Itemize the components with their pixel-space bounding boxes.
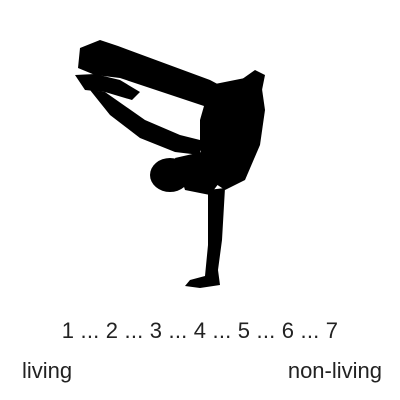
scale-separator: ... — [162, 318, 194, 343]
breakdancer-silhouette-icon — [60, 30, 280, 300]
rating-scale: 1 ... 2 ... 3 ... 4 ... 5 ... 6 ... 7 — [0, 318, 400, 344]
scale-point-2[interactable]: 2 — [105, 318, 119, 343]
scale-point-3[interactable]: 3 — [149, 318, 163, 343]
scale-separator: ... — [206, 318, 238, 343]
right-anchor-label: non-living — [287, 358, 382, 383]
scale-separator: ... — [118, 318, 150, 343]
scale-point-4[interactable]: 4 — [193, 318, 207, 343]
scale-point-7[interactable]: 7 — [325, 318, 339, 343]
scale-separator: ... — [74, 318, 106, 343]
scale-separator: ... — [294, 318, 326, 343]
scale-point-6[interactable]: 6 — [281, 318, 295, 343]
scale-separator: ... — [250, 318, 282, 343]
scale-point-1[interactable]: 1 — [61, 318, 75, 343]
left-anchor-label: living — [22, 358, 73, 383]
scale-point-5[interactable]: 5 — [237, 318, 251, 343]
